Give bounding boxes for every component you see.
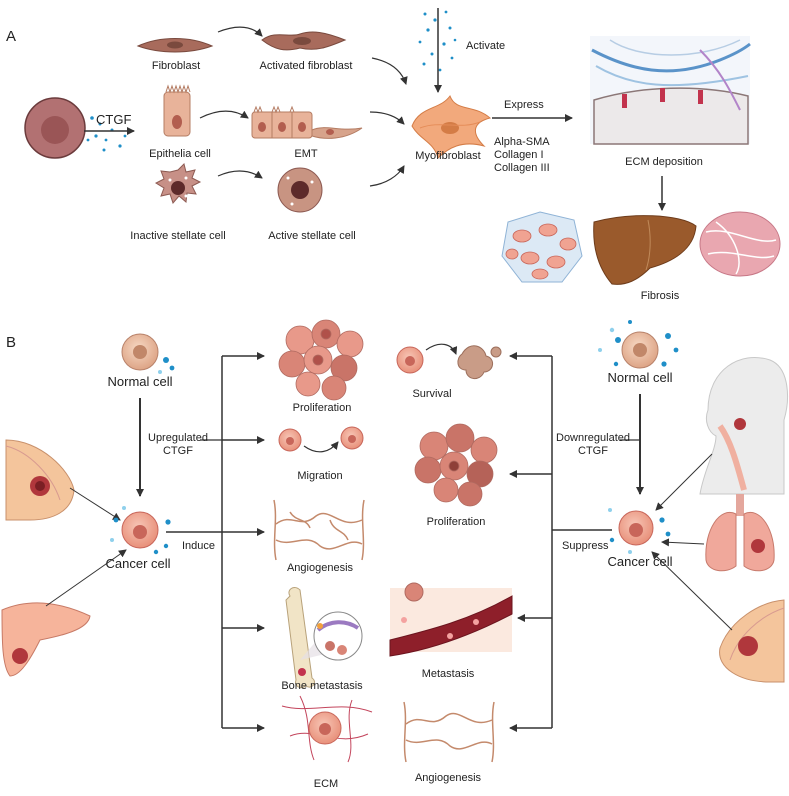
- activated-fibroblast-cell: [261, 31, 347, 51]
- express-label: Express: [504, 99, 544, 111]
- ecm-art: [281, 695, 373, 763]
- ecm-label: ECM: [313, 778, 339, 790]
- downregulated-line-2: CTGF: [578, 445, 608, 457]
- marker-collagen-1: Collagen I: [494, 149, 544, 161]
- ecm-deposition-label: ECM deposition: [625, 156, 703, 168]
- upregulated-line-1: Upregulated: [148, 432, 208, 444]
- fibrosis-tissue-hexagons: [501, 211, 583, 283]
- proliferation-left-art: [278, 319, 364, 401]
- angiogenesis-left-label: Angiogenesis: [286, 562, 354, 574]
- panel-a-label: A: [6, 28, 17, 45]
- normal-cell-left-label: Normal cell: [107, 374, 173, 389]
- downregulated-ctgf-label: Downregulated CTGF: [556, 432, 630, 458]
- emt-label: EMT: [294, 148, 318, 160]
- suppress-label: Suppress: [562, 540, 609, 552]
- proliferation-right-art: [414, 423, 498, 507]
- cancer-cell-left-label: Cancer cell: [105, 556, 171, 571]
- marker-alpha-sma: Alpha-SMA: [494, 136, 550, 148]
- upregulated-line-2: CTGF: [162, 445, 193, 457]
- activated-fibroblast-label: Activated fibroblast: [259, 60, 353, 72]
- activate-label: Activate: [466, 40, 506, 52]
- active-stellate-cell: [277, 167, 323, 213]
- angiogenesis-right-art: [403, 701, 495, 763]
- cancer-cell-right-art: [608, 508, 671, 554]
- fibrosis-label: Fibrosis: [640, 290, 680, 302]
- fibrosis-liver: [593, 215, 697, 285]
- survival-art: [396, 343, 502, 379]
- pancreas-tumor: [1, 602, 91, 677]
- migration-art: [278, 426, 364, 453]
- normal-cell-left-art: [121, 333, 175, 374]
- ecm-deposition-art: [590, 36, 751, 145]
- inactive-stellate-cell: [154, 163, 202, 204]
- proliferation-right-label: Proliferation: [426, 516, 486, 528]
- induce-label: Induce: [182, 540, 216, 552]
- metastasis-art: [389, 582, 513, 657]
- proliferation-left-label: Proliferation: [292, 402, 352, 414]
- cancer-cell-left-art: [110, 506, 171, 555]
- bone-metastasis-art: [285, 587, 363, 689]
- metastasis-label: Metastasis: [421, 668, 475, 680]
- survival-label: Survival: [412, 388, 452, 400]
- lung-tumor-art: [705, 494, 775, 572]
- myofibroblast-cell: [411, 94, 492, 159]
- fibroblast-cell: [136, 38, 214, 53]
- epithelia-cell-label: Epithelia cell: [149, 148, 211, 160]
- activate-dots: [418, 10, 457, 72]
- inactive-stellate-label: Inactive stellate cell: [130, 230, 226, 242]
- epithelia-cell: [163, 84, 191, 137]
- normal-cell-right-art: [598, 320, 679, 369]
- ctgf-label: CTGF: [96, 112, 132, 127]
- ctgf-source-cell: [24, 97, 86, 159]
- fibroblast-label: Fibroblast: [151, 60, 201, 72]
- panel-b-label: B: [6, 334, 17, 351]
- breast-tumor-left: [5, 439, 75, 521]
- marker-collagen-3: Collagen III: [494, 162, 550, 174]
- breast-tumor-right: [719, 599, 785, 683]
- angiogenesis-left-art: [273, 499, 365, 561]
- downregulated-line-1: Downregulated: [556, 432, 630, 444]
- normal-cell-right-label: Normal cell: [607, 370, 673, 385]
- cancer-cell-right-label: Cancer cell: [607, 554, 673, 569]
- emt-cells: [251, 105, 363, 139]
- fibrosis-tissue-section: [699, 211, 781, 277]
- upregulated-ctgf-label: Upregulated CTGF: [148, 432, 208, 458]
- migration-label: Migration: [297, 470, 343, 482]
- bone-metastasis-label: Bone metastasis: [281, 680, 363, 692]
- myofibroblast-label: Myofibroblast: [415, 150, 481, 162]
- marker-list: Alpha-SMA Collagen I Collagen III: [494, 136, 550, 175]
- angiogenesis-right-label: Angiogenesis: [414, 772, 482, 784]
- active-stellate-label: Active stellate cell: [268, 230, 356, 242]
- head-tumor-art: [699, 356, 788, 495]
